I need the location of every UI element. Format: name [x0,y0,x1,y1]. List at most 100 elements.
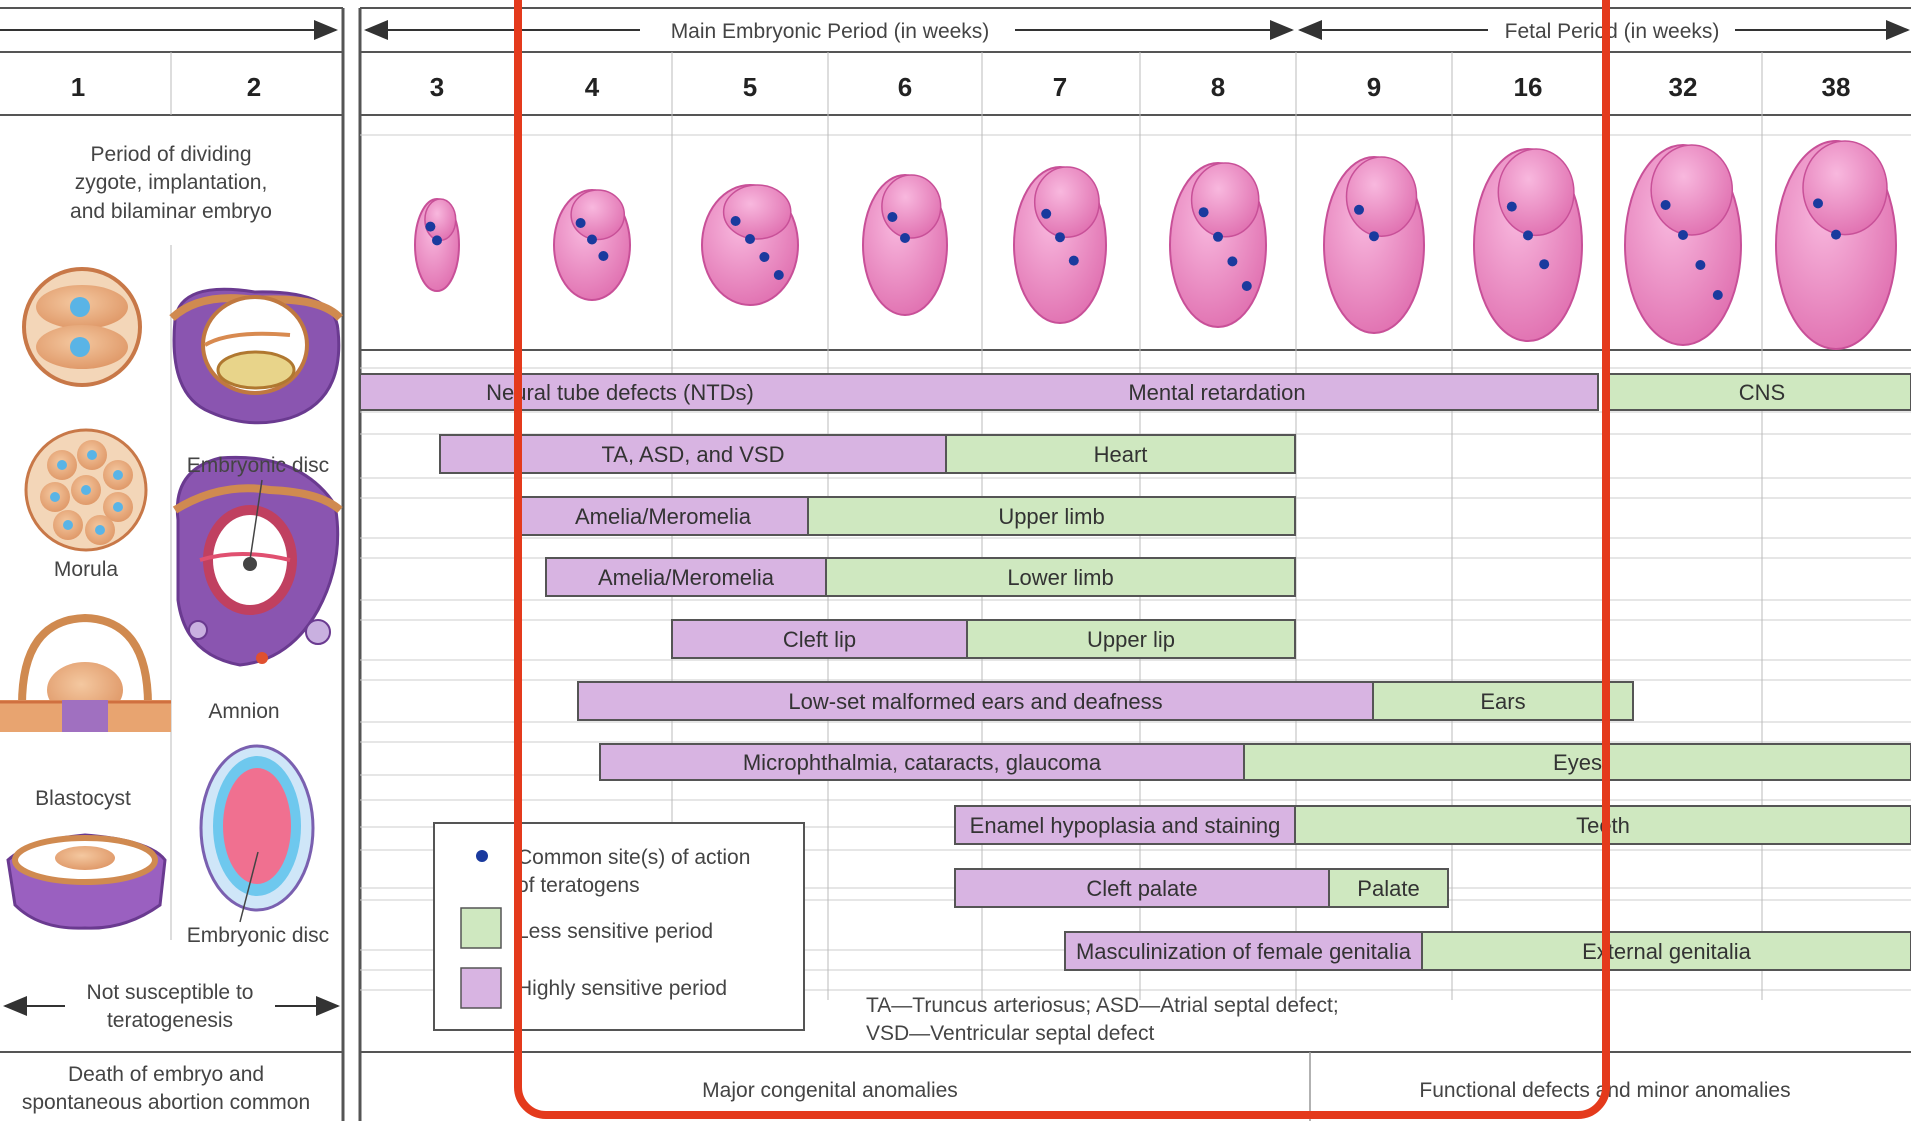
period-text-line-3: and bilaminar embryo [70,200,272,223]
abbreviations-line-2: VSD—Ventricular septal defect [866,1022,1154,1045]
embryo-week-8 [1169,162,1267,328]
highly-sensitive-bar [577,681,1374,721]
legend-less-sensitive: Less sensitive period [517,920,713,943]
teratogen-site-dot [1055,232,1065,243]
week-label-2: 2 [247,72,261,102]
teratogen-site-dot [1813,198,1823,209]
embryo-illustrations [414,140,1897,350]
less-sensitive-bar [945,434,1296,474]
less-sensitive-label: Upper limb [998,504,1104,529]
morula-illustration [24,428,148,552]
teratogen-site-dot [1539,259,1550,270]
main-embryonic-period-label: Main Embryonic Period (in weeks) [671,20,990,43]
sensitivity-bars: Neural tube defects (NTDs)Mental retarda… [359,373,1911,971]
highly-sensitive-bar [954,805,1296,845]
teratogen-site-dot [745,234,755,244]
teratogen-site-dot [425,221,436,232]
not-susceptible-line-1: Not susceptible to [87,981,254,1004]
less-sensitive-label: CNS [1739,380,1785,405]
major-anomalies-label: Major congenital anomalies [702,1079,958,1102]
teratogen-site-dot [1227,256,1238,267]
teratogen-site-dot [598,251,609,261]
period-text-line-1: Period of dividing [90,143,251,166]
teratogen-site-dot [900,233,910,243]
organ-bar-row: Cleft palate Palate [954,868,1449,908]
organ-bar-row: Neural tube defects (NTDs)Mental retarda… [359,373,1911,411]
teratogen-site-dot [1068,255,1079,266]
teratogen-dot-icon [476,850,488,862]
highly-sensitive-swatch [460,967,502,1009]
abbreviations-line-1: TA—Truncus arteriosus; ASD—Atrial septal… [866,994,1339,1017]
highly-sensitive-bar [439,434,947,474]
teratogen-site-dot [1369,231,1379,242]
highly-sensitive-label: Cleft lip [783,627,856,652]
legend-highly-sensitive: Highly sensitive period [517,977,727,1000]
teratogen-site-dot [587,234,597,245]
embryo-week-7 [1013,166,1107,324]
less-sensitive-label: Heart [1094,442,1148,467]
teratogen-site-dot [1831,229,1841,240]
week-label-38: 38 [1822,72,1851,102]
not-susceptible-line-2: teratogenesis [107,1009,233,1032]
blastocyst-implantation-illustration [6,833,167,930]
period-text-line-2: zygote, implantation, [75,171,268,194]
teratogen-site-dot [1712,290,1723,300]
embryonic-disc-label-1: Embryonic disc [187,454,329,477]
highly-sensitive-label: Mental retardation [1128,380,1305,405]
teratogen-site-dot [773,270,784,280]
week-label-5: 5 [743,72,757,102]
teratogen-site-dot [730,216,741,226]
less-sensitive-bar [807,496,1296,536]
teratogen-site-dot [1213,231,1223,242]
legend: Common site(s) of action of teratogens L… [433,822,805,1031]
legend-dot-line-2: of teratogens [517,874,640,897]
less-sensitive-bar [1243,743,1911,781]
early-blastocyst-illustration [0,613,171,732]
organ-bar-row: Microphthalmia, cataracts, glaucoma Eyes [599,743,1911,781]
highly-sensitive-label: Cleft palate [1086,876,1197,901]
highly-sensitive-label: TA, ASD, and VSD [601,442,784,467]
less-sensitive-label: Ears [1480,689,1525,714]
less-sensitive-label: Palate [1357,876,1419,901]
week-label-3: 3 [430,72,444,102]
less-sensitive-label: Upper lip [1087,627,1175,652]
teratogen-site-dot [432,235,442,246]
death-outcome-line-1: Death of embryo and [68,1063,264,1086]
week-label-9: 9 [1367,72,1381,102]
teratogen-site-dot [1241,281,1252,291]
week-label-32: 32 [1669,72,1698,102]
teratogen-site-dot [1041,208,1052,219]
teratogen-site-dot [575,218,586,228]
embryo-week-16 [1473,148,1583,342]
teratogen-site-dot [759,252,770,262]
morula-label: Morula [54,558,119,581]
highly-sensitive-label: Microphthalmia, cataracts, glaucoma [743,750,1102,775]
highly-sensitive-bar [671,619,968,659]
less-sensitive-label: Eyes [1553,750,1602,775]
embryo-week-9 [1323,156,1425,334]
teratogen-site-dot [1695,260,1706,270]
highlight-frame [514,0,1610,1119]
less-sensitive-bar [1372,681,1634,721]
less-sensitive-bar [966,619,1296,659]
organ-bar-row: Cleft lip Upper lip [671,619,1296,659]
death-outcome-line-2: spontaneous abortion common [22,1091,310,1114]
week-label-6: 6 [898,72,912,102]
pre-embryonic-panel: 1 2 Period of dividing zygote, implantat… [0,7,345,1121]
week-label-7: 7 [1053,72,1067,102]
implanted-embryo-illustration [172,455,343,667]
teratogen-site-dot [887,212,898,222]
highly-sensitive-bar [359,373,1599,411]
less-sensitive-bar [1328,868,1449,908]
embryo-week-4 [553,189,631,301]
teratogen-site-dot [1506,201,1517,212]
less-sensitive-label: External genitalia [1582,939,1752,964]
organ-bar-row: TA, ASD, and VSD Heart [439,434,1296,474]
embryo-week-6 [862,174,948,316]
teratogen-site-dot [1523,230,1533,241]
week-label-4: 4 [585,72,600,102]
